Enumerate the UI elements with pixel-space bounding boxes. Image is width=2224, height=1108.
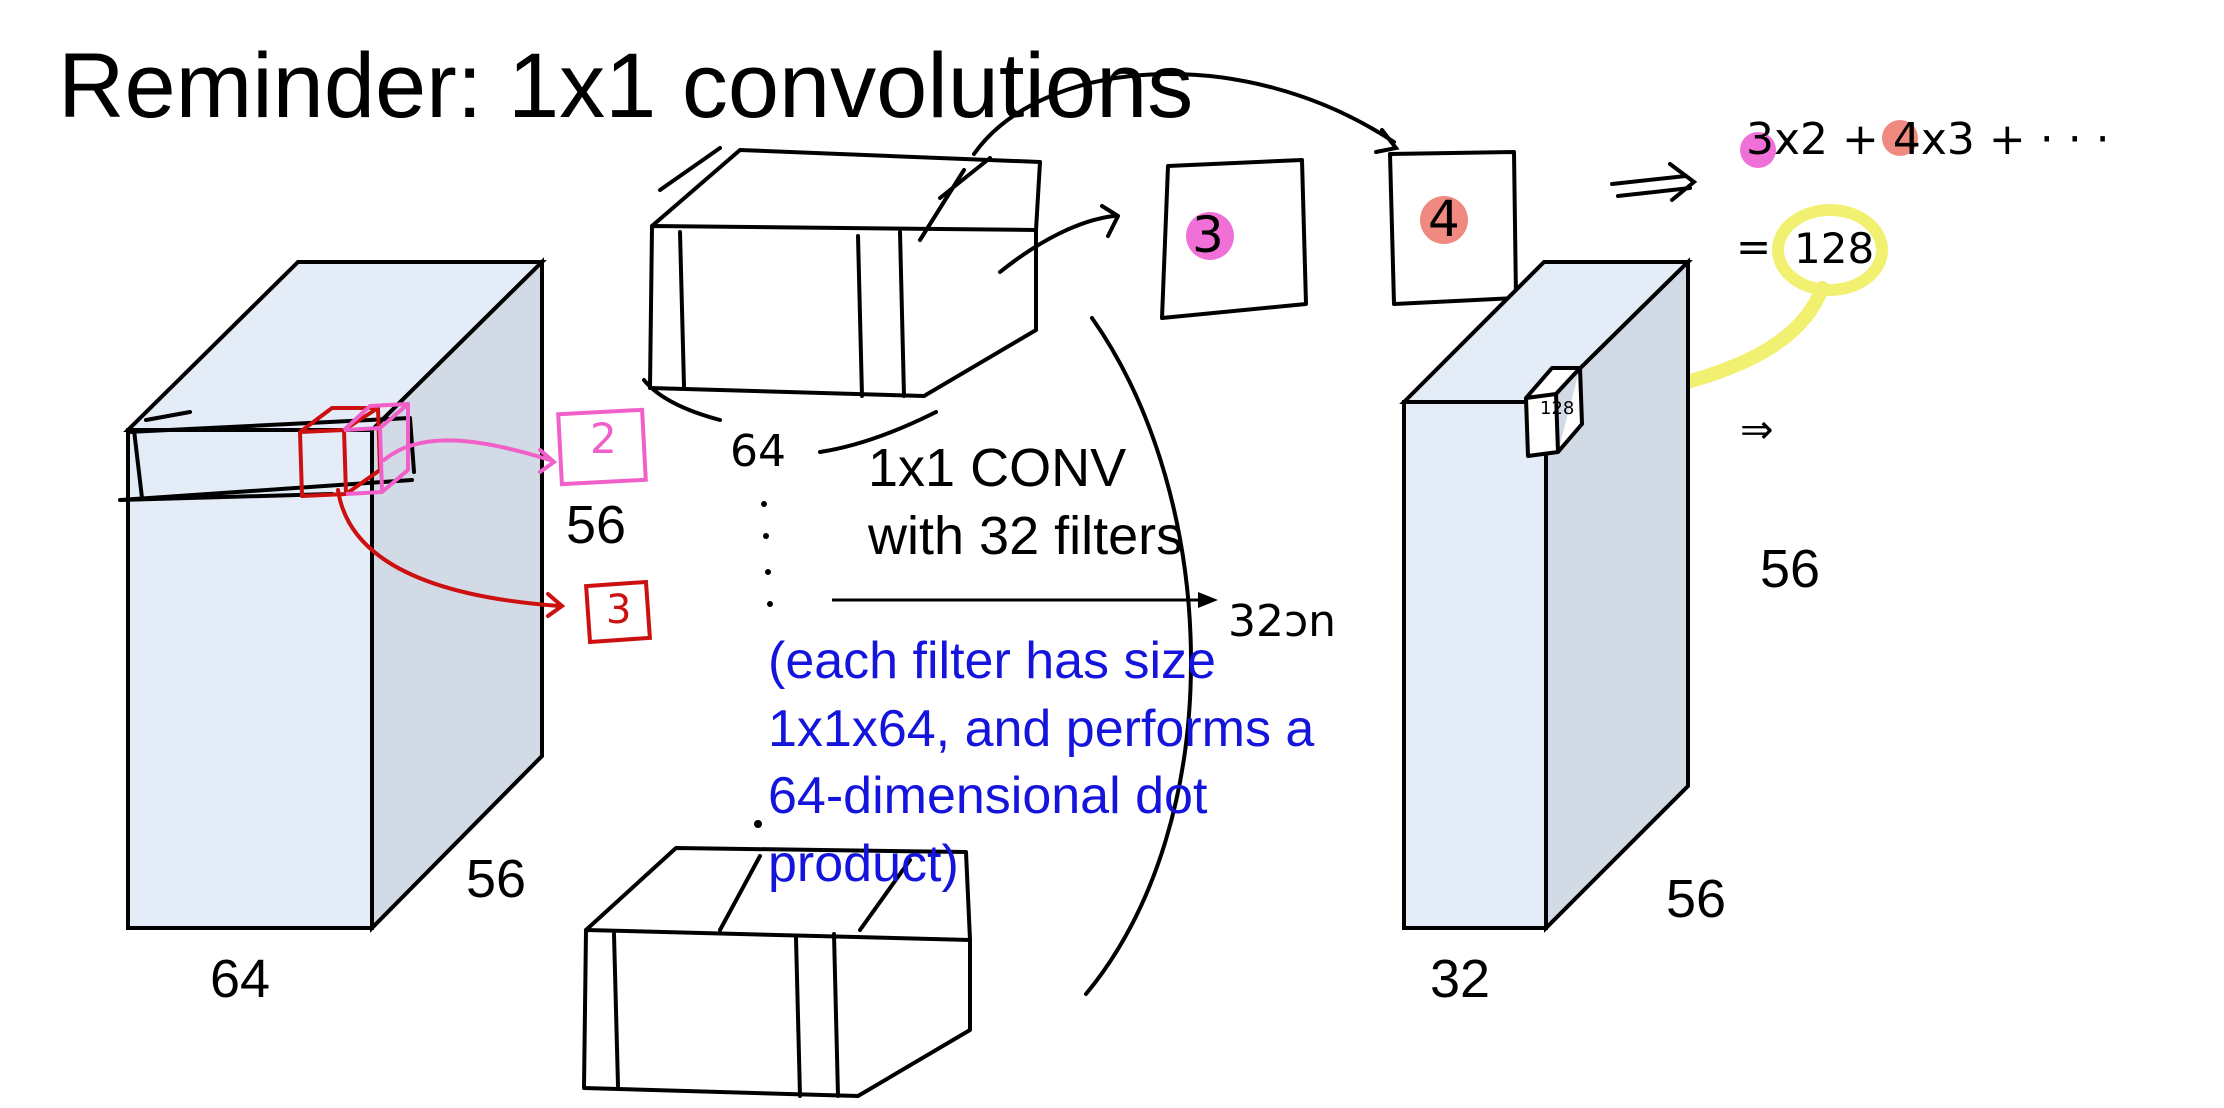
filter-block-top — [642, 146, 1120, 454]
input-volume-side — [370, 257, 544, 933]
input-pink-cube — [342, 402, 410, 496]
pink-value-box — [556, 407, 648, 487]
red-arrow — [336, 488, 566, 618]
input-slice-sketch — [118, 410, 416, 502]
bracket-curve — [1084, 316, 1193, 996]
highlight-eq-4 — [1882, 120, 1918, 156]
highlight-4 — [1420, 196, 1468, 244]
input-volume — [118, 257, 653, 933]
conv-arrow — [832, 592, 1218, 608]
red-value-box — [583, 579, 653, 645]
output-cell — [1524, 366, 1584, 458]
filter-ellipsis-dots — [754, 501, 773, 828]
yellow-ring — [1772, 204, 1888, 296]
top-curve-arrow — [972, 72, 1400, 156]
highlight-3 — [1186, 212, 1234, 260]
input-volume-front — [126, 428, 374, 930]
filter-box-3 — [1160, 158, 1308, 320]
highlight-eq-3 — [1740, 132, 1776, 168]
output-volume-front — [1402, 400, 1548, 930]
pink-arrow — [382, 438, 558, 474]
equation-arrow — [1610, 162, 1698, 202]
filter-value-boxes — [1160, 150, 1518, 320]
output-volume — [1399, 257, 1693, 933]
output-volume-side — [1544, 257, 1690, 933]
filter-block-bottom — [582, 846, 972, 1098]
